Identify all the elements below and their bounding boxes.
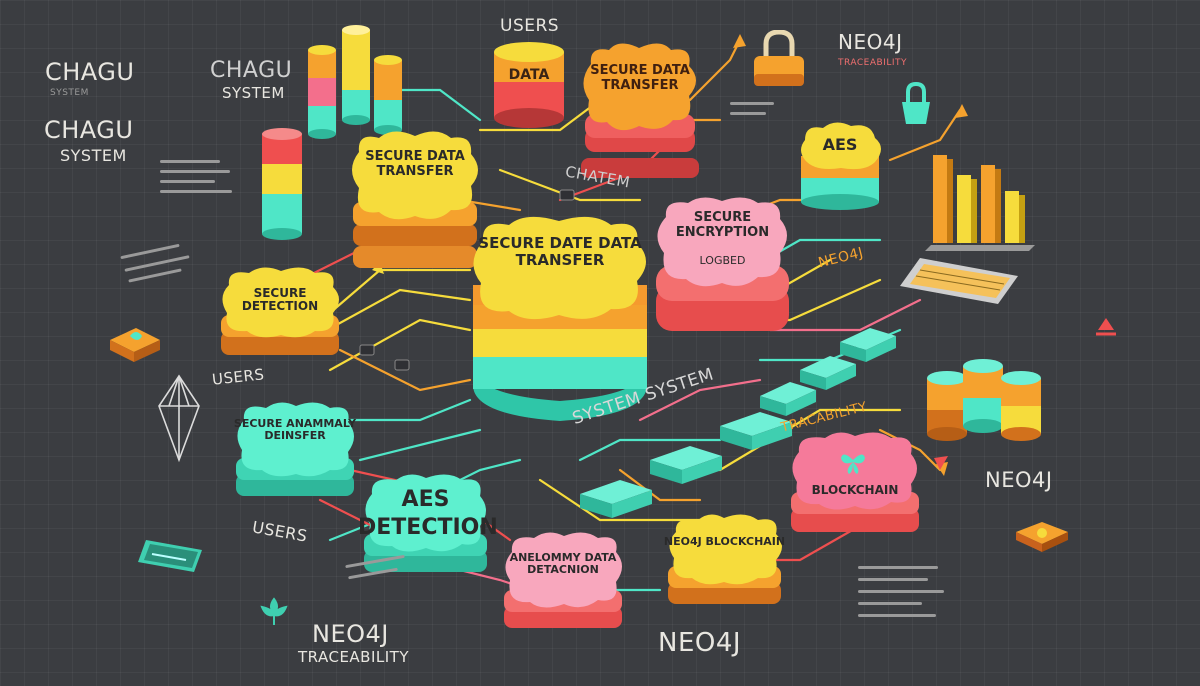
padlock-icon [754, 30, 804, 86]
secure-data-transfer-top-node[interactable]: SECURE DATA TRANSFER [575, 40, 705, 190]
blockchain-stack [791, 432, 919, 532]
neo4j-top-sub: TRACEABILITY [838, 58, 908, 68]
anomaly-detection-node[interactable]: ANELOMMY DATA DETACNION [498, 530, 628, 640]
laptop-icon [138, 540, 202, 572]
flower-icon [260, 597, 288, 625]
crystal-icon [158, 374, 200, 463]
chagu-sub-3: SYSTEM [60, 146, 127, 165]
small-text-line [160, 160, 220, 163]
central-stack-label: SECURE DATE DATA TRANSFER [478, 234, 642, 269]
small-text-line [858, 566, 938, 569]
chagu-sub-2: SYSTEM [222, 84, 285, 102]
neo4j-blockchain-node[interactable]: NEO4J BLOCKCHAIN [662, 512, 787, 617]
aes-detection-label: AES DETECTION [358, 486, 498, 541]
data-cylinder-shape [494, 42, 564, 128]
anomaly-stack [236, 402, 354, 496]
neo4j-right-label: NEO4J [985, 468, 1053, 492]
blockchain-label: BLOCKCHAIN [811, 483, 899, 497]
secure-encryption-label: SECURE ENCRYPTION [675, 210, 770, 240]
small-text-line [858, 578, 928, 581]
small-text-line [858, 602, 922, 605]
chagu-sub-1: SYSTEM [50, 88, 89, 98]
logged-label: LOGBED [699, 254, 746, 267]
secure-data-transfer-left-label: SECURE DATA TRANSFER [365, 149, 465, 179]
neo4j-bottom-left-label: NEO4J [312, 620, 389, 648]
small-text-line [160, 170, 230, 173]
chagu-title-3: CHAGU [44, 116, 134, 144]
neo4j-blockchain-stack [668, 514, 782, 604]
secure-detection-node[interactable]: SECURE DETECTION [215, 265, 345, 370]
secure-detection-label: SECURE DETECTION [241, 286, 319, 314]
secure-anomaly-label: SECURE ANAMMALY DEINSFER [233, 417, 357, 443]
pipeline-blocks [580, 328, 896, 518]
cube-icon [110, 328, 160, 362]
users-top-label: USERS [500, 16, 560, 36]
neo4j-bottom-left-sub: TRACEABILITY [298, 648, 410, 666]
chagu-title-1: CHAGU [45, 58, 135, 86]
neo4j-top-label: NEO4J [838, 30, 903, 54]
butterfly-icon [841, 454, 865, 474]
small-padlock-icon [902, 82, 930, 124]
small-red-icon [1096, 318, 1116, 336]
aes-word: AES DETECTION [358, 487, 498, 540]
secure-data-transfer-top-label: SECURE DATA TRANSFER [590, 63, 690, 93]
central-stack-shape [473, 216, 647, 421]
encryption-stack [656, 197, 789, 331]
neo4j-blockchain-label: NEO4J BLOCKCHAIN [663, 535, 786, 548]
chagu-title-2: CHAGU [210, 58, 293, 83]
aes-cylinders [801, 122, 881, 210]
secure-anomaly-node[interactable]: SECURE ANAMMALY DEINSFER [230, 400, 360, 510]
detection-stack [221, 267, 339, 355]
tall-cylinder-left [262, 128, 302, 240]
stack-shape [581, 43, 699, 178]
right-cylinder-cluster [927, 359, 1041, 441]
aes-top-node[interactable]: AES [795, 120, 885, 210]
neo4j-bottom-center-label: NEO4J [658, 628, 742, 658]
small-text-line [858, 590, 944, 593]
blockchain-node[interactable]: BLOCKCHAIN [785, 430, 925, 545]
anomaly-detection-stack [504, 532, 622, 628]
small-text-line [730, 102, 774, 105]
wallet-icon [1016, 522, 1068, 552]
small-text-line [160, 180, 215, 183]
aes-top-label: AES [822, 135, 858, 154]
small-text-line [160, 190, 232, 193]
central-stack-node[interactable]: SECURE DATE DATA TRANSFER [465, 215, 655, 430]
secure-encryption-node[interactable]: SECURE ENCRYPTION LOGBED [650, 195, 795, 345]
stack-shape [352, 131, 478, 268]
data-label: DATA [508, 67, 550, 83]
stacked-cylinders-top [308, 25, 402, 139]
small-text-line [858, 614, 936, 617]
small-text-line [730, 112, 766, 115]
secure-data-transfer-left-node[interactable]: SECURE DATA TRANSFER [345, 128, 485, 278]
data-cylinder-node[interactable]: DATA [490, 40, 568, 130]
anomaly-detection-label: ANELOMMY DATA DETACNION [509, 551, 617, 577]
keyboard-icon [900, 258, 1018, 304]
bar-chart-icon [925, 155, 1035, 251]
aes-detection-node[interactable]: AES DETECTION [358, 472, 498, 587]
